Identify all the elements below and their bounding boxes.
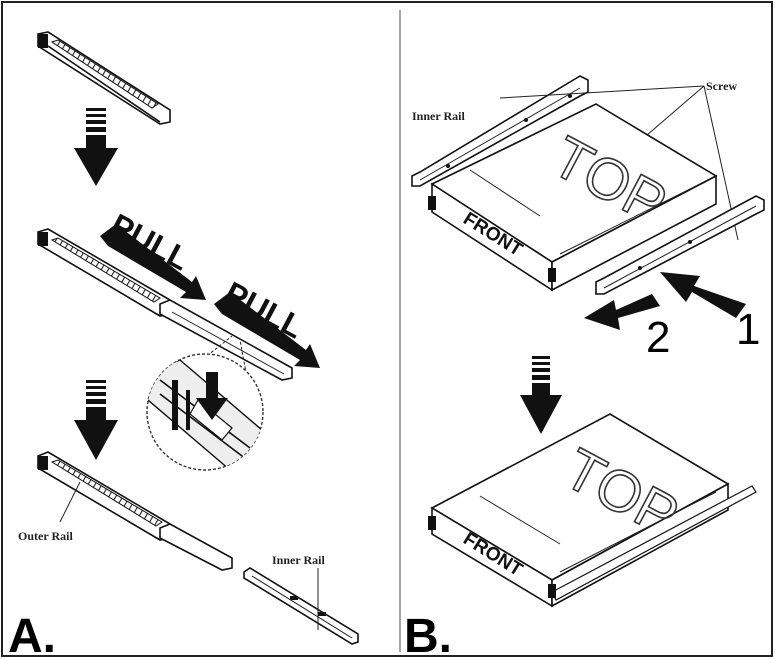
down-arrow-icon xyxy=(520,356,562,434)
step-2-label: 2 xyxy=(646,313,670,362)
outer-rail xyxy=(37,451,233,571)
server-installed: TOP FRONT xyxy=(428,413,757,608)
down-arrow-icon xyxy=(74,380,118,460)
pull-arrow-icon xyxy=(584,294,660,330)
down-arrow-icon xyxy=(74,108,118,186)
outer-rail-label: Outer Rail xyxy=(18,529,73,543)
step-1-label: 1 xyxy=(736,305,760,354)
inner-rail xyxy=(243,567,359,645)
zoom-leader-line xyxy=(239,339,251,395)
down-arrow-icon xyxy=(196,372,228,420)
zoom-leader-line xyxy=(163,335,233,391)
release-tab-detail xyxy=(146,353,264,471)
inner-rail-right xyxy=(595,195,765,295)
server-chassis: TOP FRONT xyxy=(428,103,718,292)
rail-extending xyxy=(37,228,293,381)
inner-rail-top xyxy=(411,75,589,187)
inner-rail-label-b: Inner Rail xyxy=(412,109,465,123)
inner-rail-label: Inner Rail xyxy=(272,553,325,567)
panel-letter-b: B. xyxy=(404,610,452,659)
rail-collapsed xyxy=(37,31,171,125)
panel-a: PULL PULL xyxy=(8,31,359,659)
screw-label: Screw xyxy=(706,79,737,93)
panel-b: Inner Rail Screw TOP FRONT xyxy=(404,75,765,659)
panel-letter-a: A. xyxy=(8,610,56,659)
push-arrow-icon xyxy=(660,272,746,318)
